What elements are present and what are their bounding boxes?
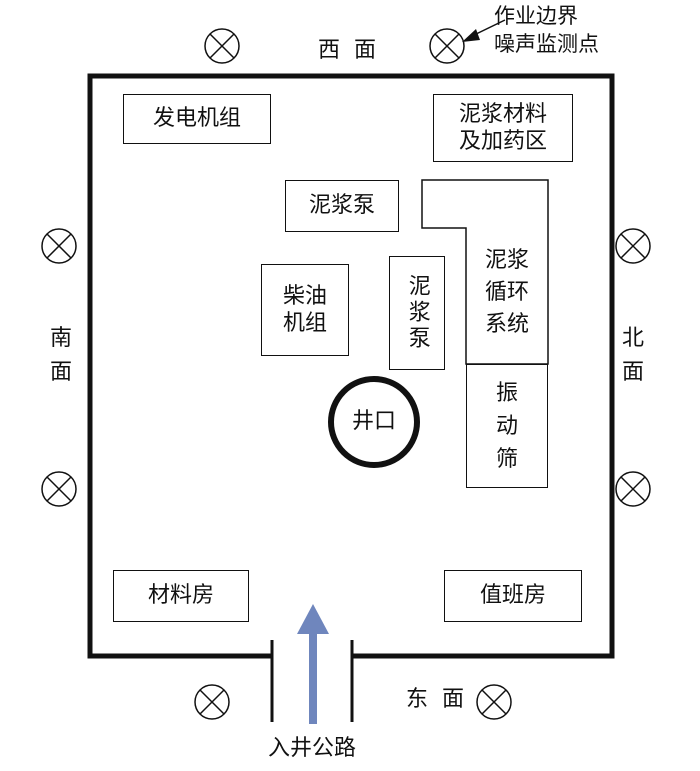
wellhead-label: 井口 xyxy=(351,409,396,434)
road-arrow-head xyxy=(297,604,329,634)
monitoring-point-label: 作业边界 噪声监测点 xyxy=(494,4,599,56)
road-arrow-shaft xyxy=(309,630,317,724)
monitoring-point-icon xyxy=(204,28,240,64)
mud-cycle-zone: 泥浆 循环 系统 xyxy=(484,248,529,337)
east-side-label: 东 面 xyxy=(406,687,464,712)
material-room-zone: 材料房 xyxy=(113,570,249,622)
south-side-label: 南面 xyxy=(49,326,72,385)
diesel-generator-zone: 柴油 机组 xyxy=(261,264,349,356)
mud-materials-zone: 泥浆材料 及加药区 xyxy=(433,94,573,162)
north-side-label: 北面 xyxy=(621,326,644,385)
monitoring-point-icon xyxy=(429,28,465,64)
monitoring-point-icon xyxy=(476,684,512,720)
duty-room-zone: 值班房 xyxy=(444,570,582,622)
monitoring-point-icon xyxy=(615,228,651,264)
monitoring-point-icon xyxy=(41,471,77,507)
mud-pump-vertical-zone: 泥浆泵 xyxy=(389,256,445,370)
pointer-arrow-head xyxy=(462,29,480,42)
monitoring-point-icon xyxy=(194,684,230,720)
monitoring-point-icon xyxy=(615,471,651,507)
wellhead-ring xyxy=(328,376,420,468)
site-boundary-wall xyxy=(87,73,615,659)
west-side-label: 西 面 xyxy=(318,38,376,63)
mud-pump-zone: 泥浆泵 xyxy=(285,180,399,232)
monitoring-point-icon xyxy=(41,228,77,264)
road-label: 入井公路 xyxy=(268,736,357,761)
generator-zone: 发电机组 xyxy=(123,94,271,144)
shaker-zone: 振 动 筛 xyxy=(466,364,548,488)
